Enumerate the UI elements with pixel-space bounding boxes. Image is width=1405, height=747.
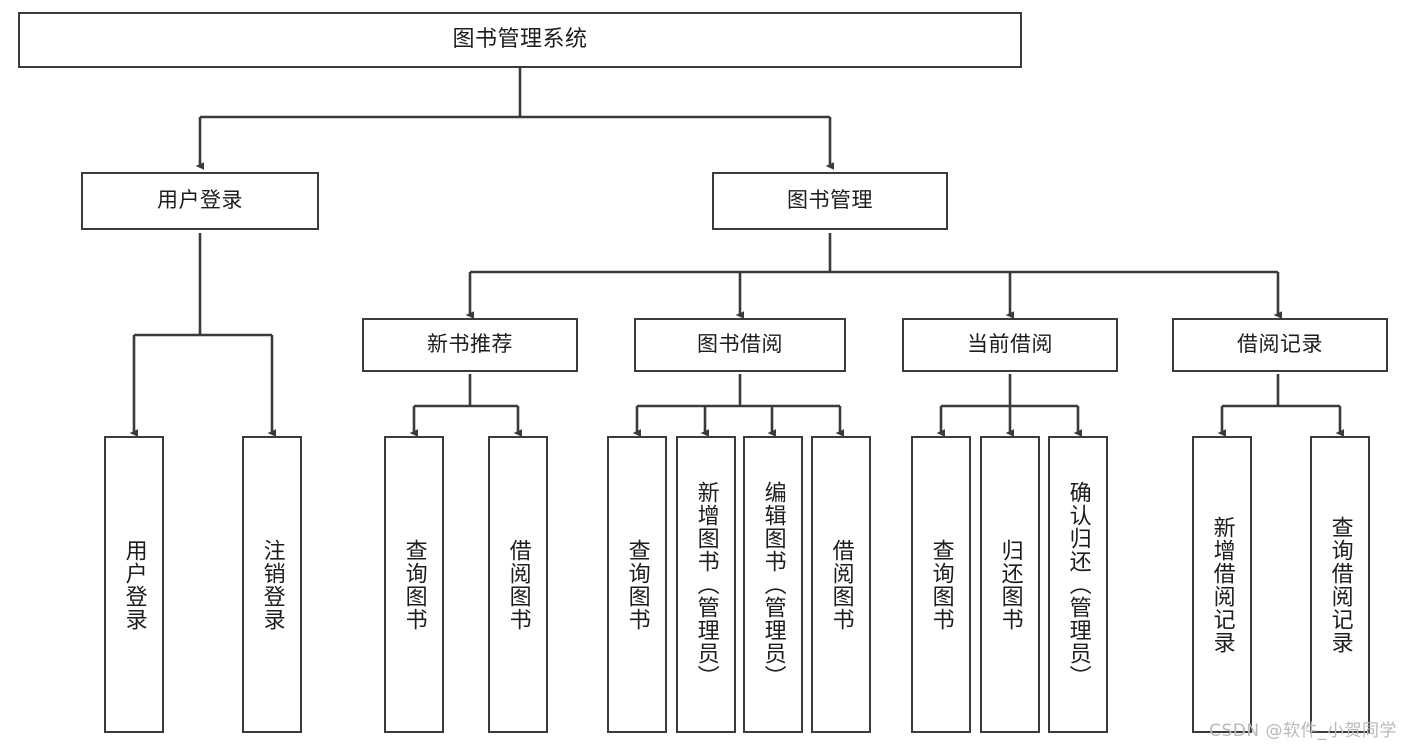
node-book-borrow-label: 图书借阅 [697, 332, 783, 357]
leaf-borrow-book-label: 借阅图书 [828, 538, 854, 631]
leaf-query-book-recommend-label: 查询图书 [401, 538, 427, 631]
leaf-logout[interactable]: 注销登录 [242, 436, 302, 733]
leaf-query-book-current[interactable]: 查询图书 [911, 436, 971, 733]
csdn-watermark: CSDN @软件_小贺同学 [1209, 721, 1397, 741]
node-book-management[interactable]: 图书管理 [712, 172, 948, 230]
node-new-book-recommend-label: 新书推荐 [427, 332, 513, 357]
node-book-management-label: 图书管理 [787, 188, 873, 213]
leaf-query-borrow-record-label: 查询借阅记录 [1327, 515, 1353, 654]
leaf-borrow-book[interactable]: 借阅图书 [811, 436, 871, 733]
node-borrow-record[interactable]: 借阅记录 [1172, 318, 1388, 372]
leaf-return-book[interactable]: 归还图书 [980, 436, 1040, 733]
node-current-borrow[interactable]: 当前借阅 [902, 318, 1118, 372]
node-current-borrow-label: 当前借阅 [967, 332, 1053, 357]
leaf-borrow-book-recommend-label: 借阅图书 [505, 538, 531, 631]
node-borrow-record-label: 借阅记录 [1237, 332, 1323, 357]
node-user-login[interactable]: 用户登录 [81, 172, 319, 230]
leaf-query-borrow-record[interactable]: 查询借阅记录 [1310, 436, 1370, 733]
node-root-book-management-system[interactable]: 图书管理系统 [18, 12, 1022, 68]
leaf-query-book-borrow[interactable]: 查询图书 [607, 436, 667, 733]
leaf-query-book-current-label: 查询图书 [928, 538, 954, 631]
node-root-label: 图书管理系统 [452, 26, 588, 52]
leaf-logout-label: 注销登录 [259, 538, 285, 631]
leaf-user-login-label: 用户登录 [121, 538, 147, 631]
leaf-confirm-return-label: 确认归还（管理员） [1065, 481, 1091, 688]
leaf-edit-book[interactable]: 编辑图书（管理员） [743, 436, 803, 733]
leaf-user-login[interactable]: 用户登录 [104, 436, 164, 733]
leaf-add-book[interactable]: 新增图书（管理员） [676, 436, 736, 733]
node-book-borrow[interactable]: 图书借阅 [634, 318, 846, 372]
leaf-query-book-recommend[interactable]: 查询图书 [384, 436, 444, 733]
leaf-add-borrow-record-label: 新增借阅记录 [1209, 515, 1235, 654]
node-new-book-recommend[interactable]: 新书推荐 [362, 318, 578, 372]
leaf-add-borrow-record[interactable]: 新增借阅记录 [1192, 436, 1252, 733]
leaf-return-book-label: 归还图书 [997, 538, 1023, 631]
leaf-confirm-return[interactable]: 确认归还（管理员） [1048, 436, 1108, 733]
leaf-edit-book-label: 编辑图书（管理员） [760, 481, 786, 688]
leaf-query-book-borrow-label: 查询图书 [624, 538, 650, 631]
leaf-borrow-book-recommend[interactable]: 借阅图书 [488, 436, 548, 733]
node-user-login-label: 用户登录 [157, 188, 243, 213]
leaf-add-book-label: 新增图书（管理员） [693, 481, 719, 688]
